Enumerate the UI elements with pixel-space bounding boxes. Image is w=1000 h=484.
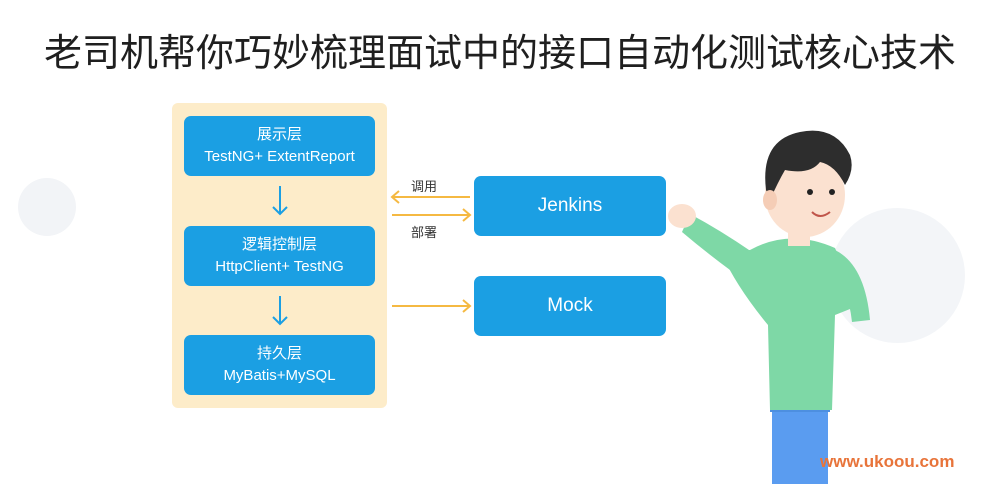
layer-name: 逻辑控制层: [241, 236, 317, 253]
mock-box: Mock: [474, 276, 666, 336]
logic-control-layer-box: 逻辑控制层 HttpClient+ TestNG: [184, 226, 375, 286]
slide-title: 老司机帮你巧妙梳理面试中的接口自动化测试核心技术: [43, 31, 956, 75]
deploy-label: 部署: [411, 226, 438, 241]
presentation-layer-box: 展示层 TestNG+ ExtentReport: [184, 116, 375, 176]
persistence-layer-box: 持久层 MyBatis+MySQL: [184, 335, 375, 395]
layer-name: 持久层: [256, 345, 302, 362]
watermark: www.ukoou.com: [820, 452, 955, 471]
call-label: 调用: [411, 180, 438, 195]
decorative-circle: [18, 178, 76, 236]
deploy-arrow: [392, 208, 472, 222]
layer-name: 展示层: [256, 126, 302, 143]
down-arrow-1: [272, 186, 288, 216]
layer-tech: TestNG+ ExtentReport: [204, 148, 355, 165]
call-arrow: [390, 190, 470, 204]
cartoon-man-illustration: [668, 130, 870, 484]
layer-tech: HttpClient+ TestNG: [215, 258, 344, 275]
jenkins-box: Jenkins: [474, 176, 666, 236]
layer-tech: MyBatis+MySQL: [223, 367, 336, 384]
mock-arrow: [392, 299, 472, 313]
down-arrow-2: [272, 296, 288, 326]
